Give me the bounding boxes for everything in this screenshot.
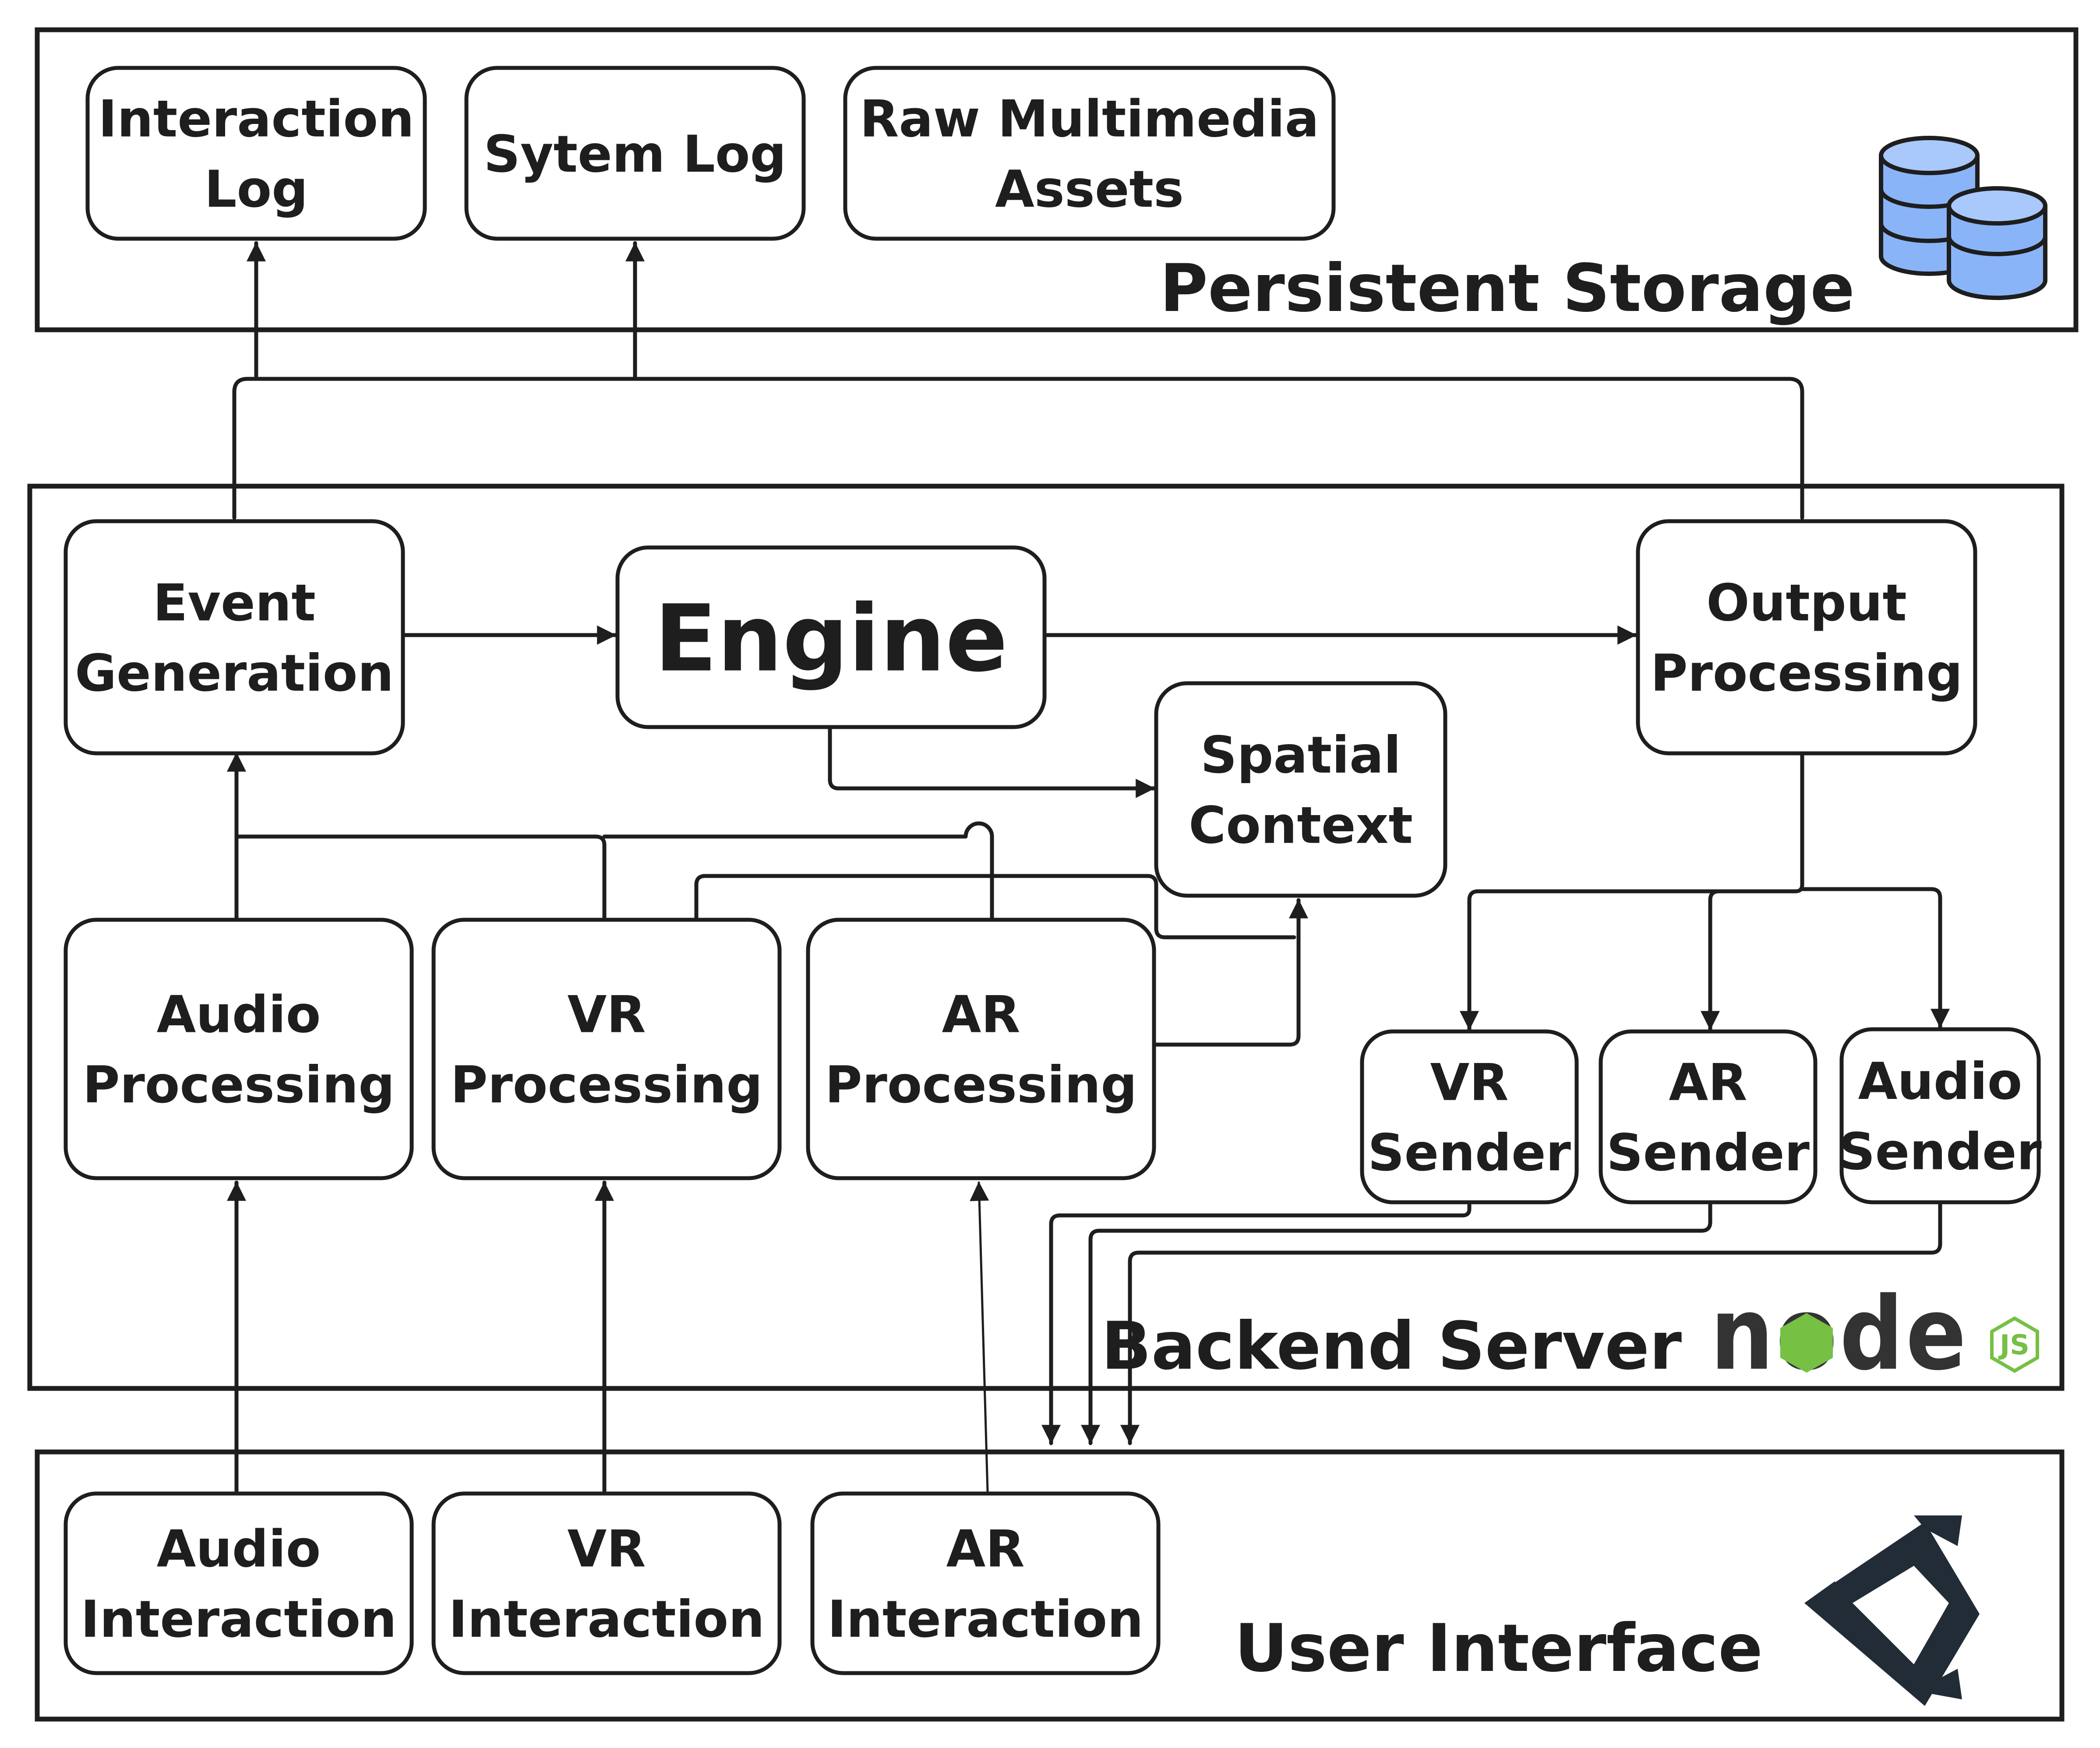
audio-processing-box <box>64 918 414 1180</box>
ui-section-title: User Interface <box>1235 1610 1763 1687</box>
spatial-context-label-line-2: Context <box>1189 796 1413 855</box>
ui-container <box>35 1449 2065 1722</box>
edge-event-to-storage <box>232 377 1804 520</box>
engine-box <box>615 545 1047 729</box>
vr-interaction-box <box>431 1491 782 1675</box>
raw-assets-label-line-1: Raw Multimedia <box>860 90 1319 149</box>
nodejs-logo: node JS <box>1710 1276 2039 1393</box>
nodejs-accent-hexagon <box>1780 1313 1833 1373</box>
ar-interaction-box <box>810 1491 1161 1675</box>
vr-processing-label-line-2: Processing <box>451 1056 763 1115</box>
ar-interaction-label-line-1: AR <box>946 1520 1024 1579</box>
interaction-log-label-line-2: Log <box>205 160 308 219</box>
edge-output-to-ar-sender <box>1701 889 1721 1031</box>
audio-sender-box <box>1839 1027 2041 1204</box>
storage-container <box>35 27 2079 332</box>
output-processing-box <box>1636 519 1977 756</box>
engine-label-line-1: Engine <box>654 585 1008 692</box>
vr-sender-label-line-2: Sender <box>1368 1123 1571 1183</box>
vr-processing-label-line-1: VR <box>567 985 646 1045</box>
spatial-context-label-line-1: Spatial <box>1200 726 1401 785</box>
ar-processing-box <box>806 918 1156 1180</box>
edge-ar-to-spatial <box>1154 898 1308 1047</box>
event-generation-box <box>64 519 405 756</box>
edge-engine-spatial <box>820 711 1156 798</box>
backend-container <box>27 484 2065 1391</box>
ar-processing-label-line-1: AR <box>942 985 1020 1045</box>
ar-processing-label-line-2: Processing <box>825 1056 1137 1115</box>
ar-sender-box <box>1599 1029 1818 1204</box>
audio-interaction-label-line-2: Interaction <box>81 1590 397 1649</box>
nodejs-badge-text: JS <box>1998 1329 2029 1361</box>
vr-interaction-label-line-1: VR <box>567 1520 646 1579</box>
database-icon <box>1879 136 2047 300</box>
unity-logo-icon <box>1804 1515 1980 1706</box>
audio-sender-label-line-1: Audio <box>1858 1052 2022 1111</box>
vr-sender-box <box>1360 1029 1579 1204</box>
system-log-box <box>464 66 806 241</box>
ar-interaction-label-line-2: Interaction <box>827 1590 1144 1649</box>
audio-interaction-label-line-1: Audio <box>157 1520 321 1579</box>
system-log-label-line-1: Sytem Log <box>484 125 786 184</box>
edge-vr-sender-to-ui <box>1041 1202 1472 1445</box>
audio-sender-label-line-2: Sender <box>1839 1122 2042 1181</box>
raw-assets-label-line-2: Assets <box>995 160 1184 219</box>
spatial-context-box <box>1154 681 1447 898</box>
audio-processing-label-line-2: Processing <box>83 1056 395 1115</box>
interaction-log-box <box>85 66 427 241</box>
event-generation-label-line-2: Generation <box>75 644 394 703</box>
audio-interaction-box <box>64 1491 414 1675</box>
edge-output-to-senders <box>1460 751 1804 1031</box>
audio-processing-label-line-1: Audio <box>157 985 321 1045</box>
edge-audio-sender-to-ui <box>1120 1200 1942 1445</box>
ar-sender-label-line-2: Sender <box>1606 1123 1810 1183</box>
output-processing-label-line-2: Processing <box>1651 644 1963 703</box>
interaction-log-label-line-1: Interaction <box>98 90 414 149</box>
event-generation-label-line-1: Event <box>153 574 316 633</box>
edge-vr-ar-to-event <box>234 821 994 920</box>
output-processing-label-line-1: Output <box>1706 574 1907 633</box>
vr-processing-box <box>431 918 782 1180</box>
edge-ar-sender-to-ui <box>1081 1202 1712 1445</box>
edge-output-to-audio-sender <box>1800 887 1950 1029</box>
edge-ar-interaction-up <box>970 1181 989 1493</box>
raw-assets-box <box>843 66 1336 241</box>
vr-sender-label-line-1: VR <box>1430 1053 1508 1112</box>
storage-section-title: Persistent Storage <box>1160 251 1855 327</box>
edge-vr-to-spatial <box>694 874 1296 939</box>
ar-sender-label-line-1: AR <box>1669 1053 1747 1112</box>
nodejs-badge-hexagon <box>1990 1316 2039 1373</box>
vr-interaction-label-line-2: Interaction <box>448 1590 765 1649</box>
nodejs-wordmark: node <box>1710 1276 1969 1393</box>
backend-section-title: Backend Server <box>1101 1308 1682 1384</box>
